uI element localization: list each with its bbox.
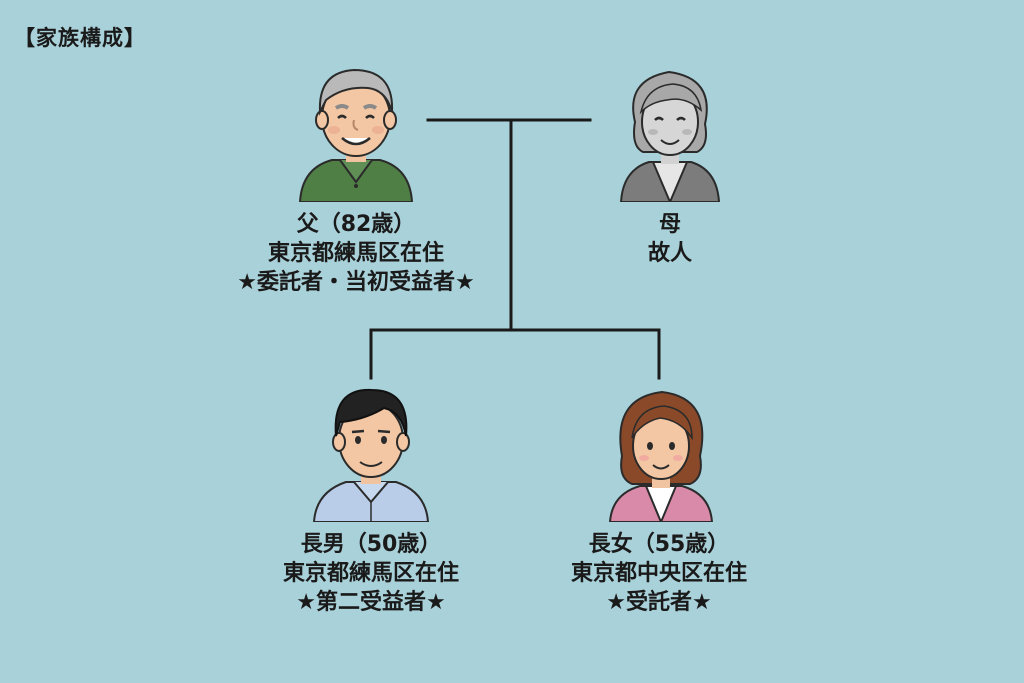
father-label: 父（82歳） 東京都練馬区在住 ★委託者・当初受益者★ <box>196 210 516 297</box>
father-relation-age: 父（82歳） <box>296 212 416 237</box>
daughter-residence: 東京都中央区在住 <box>570 561 747 586</box>
father-role: ★委託者・当初受益者★ <box>237 270 475 295</box>
mother-status: 故人 <box>647 241 692 266</box>
daughter-label: 長女（55歳） 東京都中央区在住 ★受託者★ <box>499 530 819 617</box>
diagram-title: 【家族構成】 <box>14 26 146 50</box>
son-label: 長男（50歳） 東京都練馬区在住 ★第二受益者★ <box>211 530 531 617</box>
daughter-relation-age: 長女（55歳） <box>588 532 730 557</box>
elderly-man-avatar-icon <box>298 68 414 202</box>
man-avatar-icon <box>312 388 430 522</box>
father-residence: 東京都練馬区在住 <box>267 241 444 266</box>
son-residence: 東京都練馬区在住 <box>282 561 459 586</box>
daughter-role: ★受託者★ <box>606 590 712 615</box>
mother-relation: 母 <box>658 212 681 237</box>
elderly-woman-avatar-icon <box>619 70 721 202</box>
woman-avatar-icon <box>608 390 714 522</box>
son-role: ★第二受益者★ <box>296 590 446 615</box>
mother-label: 母 故人 <box>510 210 830 268</box>
son-relation-age: 長男（50歳） <box>300 532 442 557</box>
